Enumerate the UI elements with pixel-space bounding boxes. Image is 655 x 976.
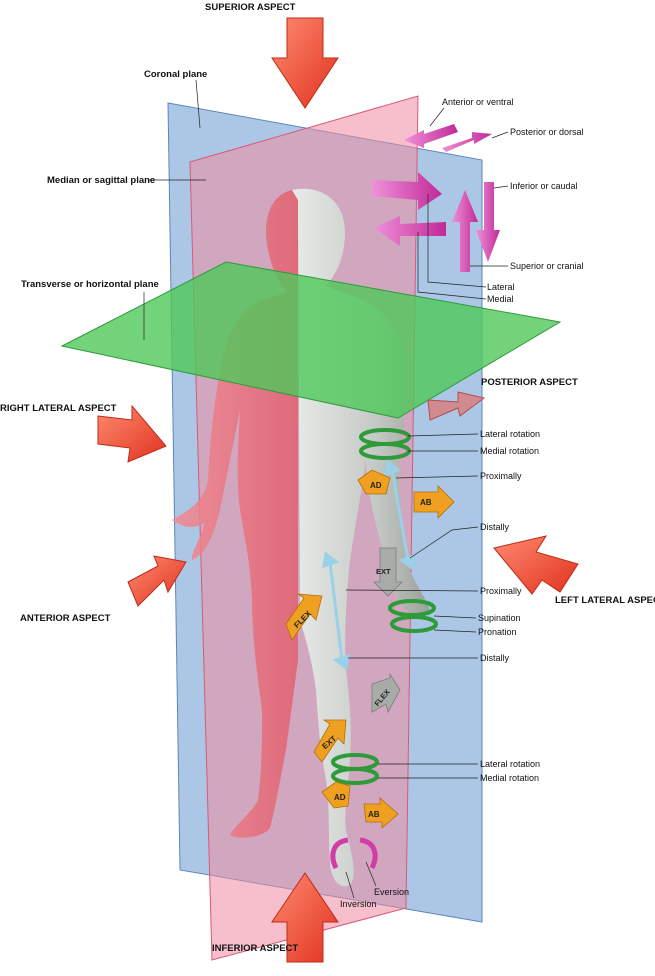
posterior-aspect-label: POSTERIOR ASPECT: [481, 377, 578, 388]
leg-proximally-label: Proximally: [480, 586, 522, 596]
inversion-label: Inversion: [340, 899, 377, 909]
right-lateral-aspect-label: RIGHT LATERAL ASPECT: [0, 403, 117, 414]
inferior-aspect-arrow: [271, 872, 339, 963]
ab-arm-label: AB: [420, 498, 432, 507]
left-lateral-aspect-arrow: [493, 535, 579, 595]
median-plane-label: Median or sagittal plane: [47, 175, 156, 186]
arm-proximally-label: Proximally: [480, 471, 522, 481]
posterior-aspect-arrow: [427, 391, 486, 421]
leg-rotation-ring-lower: [331, 767, 379, 785]
arm-medial-rotation-label: Medial rotation: [480, 446, 540, 456]
leader-lines: [143, 79, 509, 899]
posterior-arrow: [442, 132, 492, 152]
left-lateral-aspect-label: LEFT LATERAL ASPECT: [555, 595, 655, 606]
arm-distally-label: Distally: [480, 522, 510, 532]
wrist-rotation-ring-upper: [388, 599, 436, 617]
anterior-aspect-label: ANTERIOR ASPECT: [20, 613, 111, 624]
ad-foot-label: AD: [334, 793, 346, 802]
arm-lateral-rotation-label: Lateral rotation: [480, 429, 541, 439]
right-lateral-aspect-arrow: [97, 404, 167, 463]
medial-direction-label: Medial: [487, 294, 514, 304]
ext-arm-arrow: EXT: [373, 547, 403, 597]
superior-arrow: [452, 190, 478, 272]
transverse-plane-label: Transverse or horizontal plane: [21, 279, 159, 290]
superior-aspect-label: SUPERIOR ASPECT: [205, 2, 296, 13]
lateral-arrow: [372, 172, 442, 210]
eversion-label: Eversion: [374, 887, 410, 897]
ad-foot-arrow: AD: [321, 781, 351, 809]
anterior-arrow: [404, 124, 458, 148]
coronal-plane-label: Coronal plane: [144, 69, 208, 80]
foot-arrows: [330, 837, 378, 870]
ab-foot-arrow: AB: [363, 797, 399, 829]
inversion-arrow: [330, 837, 349, 870]
inferior-aspect-label: INFERIOR ASPECT: [212, 943, 299, 954]
ad-arm-arrow: AD: [357, 469, 391, 495]
eversion-arrow: [359, 837, 378, 870]
ad-arm-label: AD: [370, 481, 382, 490]
supination-label: Supination: [478, 613, 521, 623]
ext-arm-label: EXT: [376, 567, 391, 576]
superior-aspect-arrow: [271, 17, 339, 109]
leg-medial-rotation-label: Medial rotation: [480, 773, 540, 783]
inferior-direction-label: Inferior or caudal: [510, 181, 578, 191]
superior-direction-label: Superior or cranial: [510, 261, 584, 271]
ab-arm-arrow: AB: [413, 485, 455, 519]
proximal-distal-arrows: [322, 459, 416, 671]
flex-knee-arrow: FLEX: [371, 672, 401, 714]
tag-arrows: AD AB EXT FLEX FLEX EXT AD AB: [285, 469, 455, 829]
leg-lateral-rotation-label: Lateral rotation: [480, 759, 541, 769]
anterior-aspect-arrow: [127, 555, 187, 607]
leg-distally-label: Distally: [480, 653, 510, 663]
inferior-arrow: [476, 182, 500, 262]
transverse-plane: [60, 261, 562, 419]
wrist-rotation-ring-lower: [390, 615, 438, 633]
lateral-direction-label: Lateral: [487, 282, 515, 292]
ab-foot-label: AB: [368, 810, 380, 819]
anterior-direction-label: Anterior or ventral: [442, 97, 514, 107]
posterior-direction-label: Posterior or dorsal: [510, 127, 584, 137]
pronation-label: Pronation: [478, 627, 517, 637]
